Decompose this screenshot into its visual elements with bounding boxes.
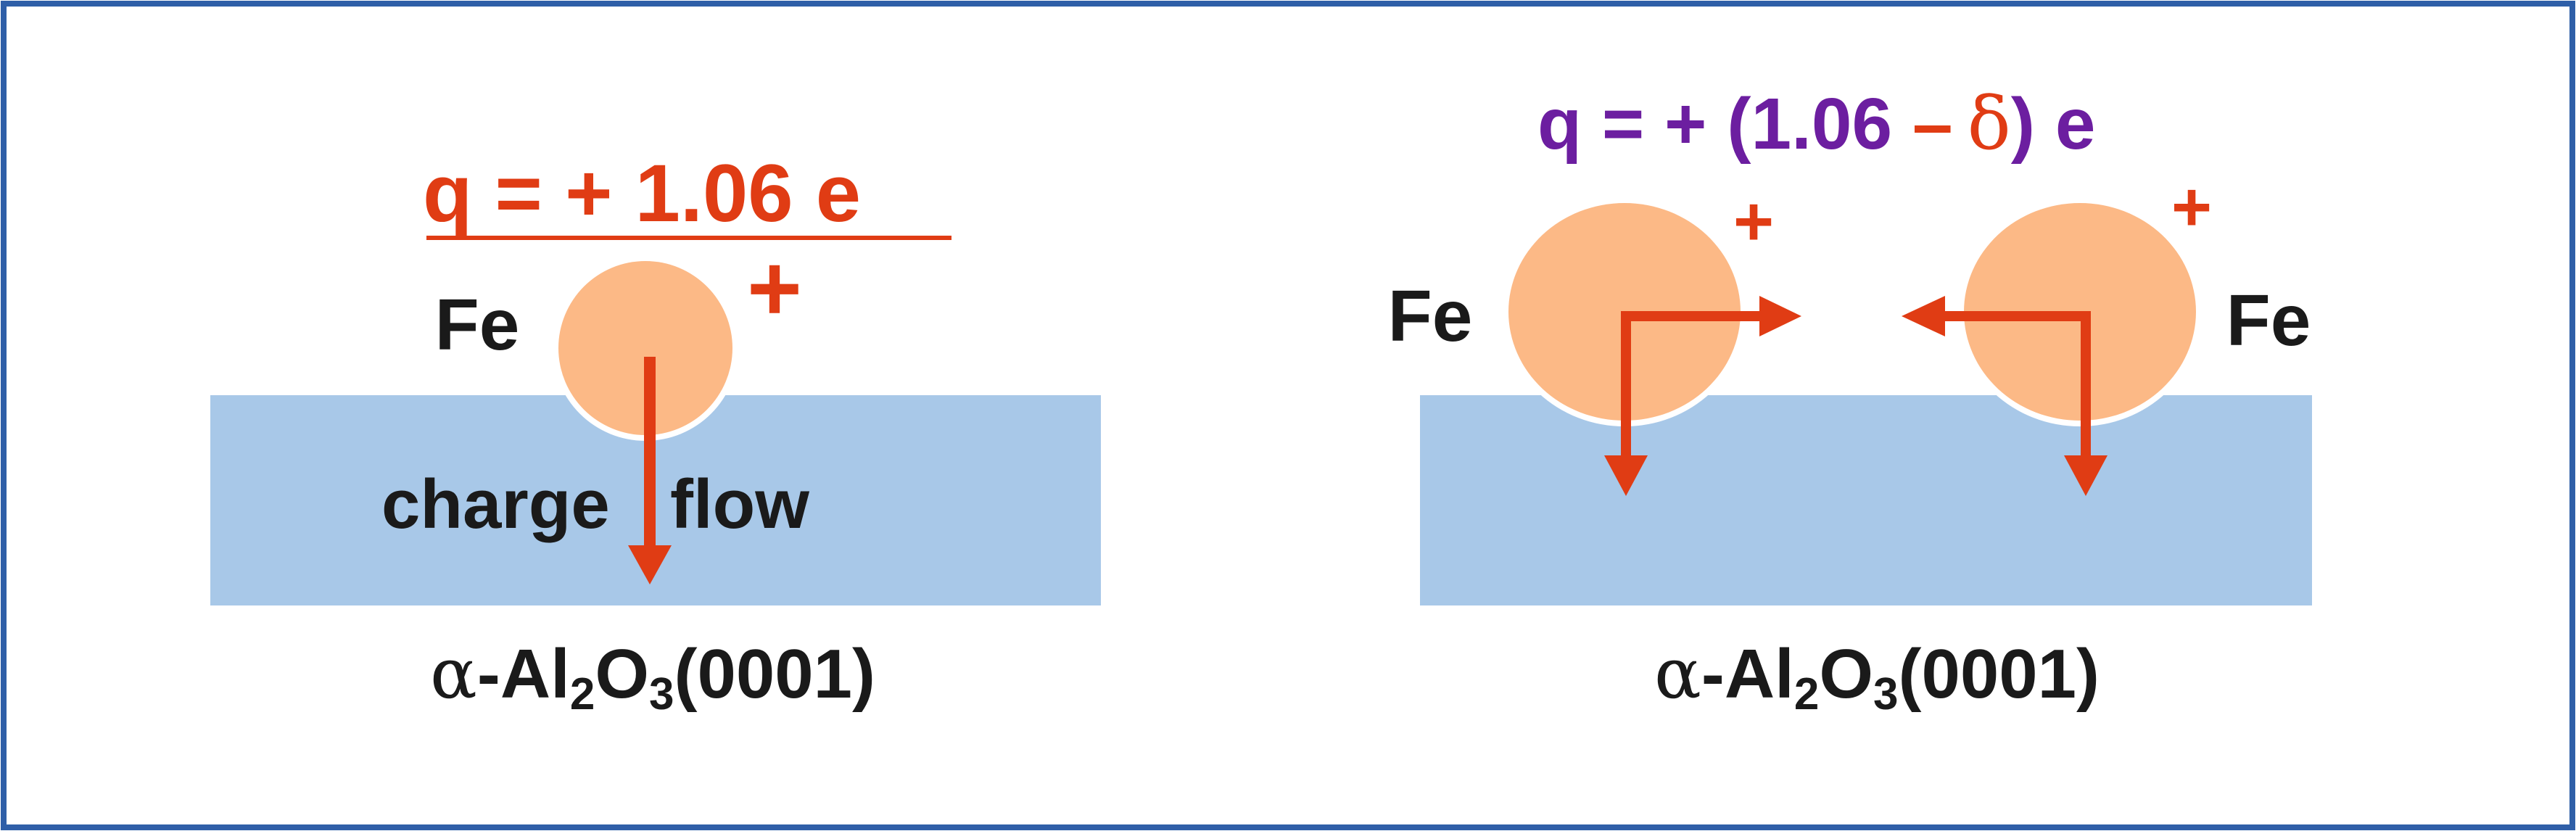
right-atom-2-arrows (1902, 296, 2108, 496)
right-charge-delta: δ (1968, 81, 2011, 166)
left-flow-word-charge: charge (381, 466, 610, 543)
right-atom-1-arrows (1604, 296, 1801, 496)
left-panel: q = + 1.06 e Fe + charge flow α-Al2O3(00… (210, 148, 1101, 719)
right-plus-right: + (2171, 168, 2212, 246)
right-substrate-sub1: 2 (1794, 669, 1819, 719)
left-substrate-label: α-Al2O3(0001) (430, 633, 875, 719)
left-fe-label: Fe (435, 284, 520, 365)
left-charge-flow-arrow (628, 357, 672, 584)
left-plus-sign: + (747, 235, 802, 341)
right-substrate-face: (0001) (1898, 635, 2100, 713)
left-substrate-sub1: 2 (570, 669, 595, 719)
left-charge-label: q = + 1.06 e (423, 148, 861, 239)
left-substrate-face: (0001) (674, 635, 875, 713)
left-substrate-sub2: 3 (649, 669, 674, 719)
right-substrate-sub2: 3 (1873, 669, 1898, 719)
left-flow-word-flow: flow (670, 466, 809, 543)
right-charge-suffix: ) e (2011, 83, 2096, 165)
right-substrate-label: α-Al2O3(0001) (1654, 633, 2100, 719)
right-substrate-al: -Al (1701, 635, 1794, 713)
right-charge-minus: – (1912, 83, 1953, 165)
right-substrate (1420, 395, 2312, 605)
left-fe-atom (558, 261, 732, 435)
right-plus-left: + (1733, 183, 1774, 260)
right-panel: q = + (1.06 –δ) e Fe Fe + + α-Al2O3(0001… (1388, 81, 2312, 719)
right-fe-label-right: Fe (2226, 280, 2311, 361)
right-substrate-o: O (1819, 635, 1873, 713)
left-substrate-o: O (595, 635, 649, 713)
left-substrate-alpha: α (430, 633, 477, 714)
right-charge-prefix: q = + (1.06 (1537, 83, 1912, 165)
right-fe-label-left: Fe (1388, 276, 1473, 357)
left-substrate-al: -Al (477, 635, 570, 713)
right-substrate-alpha: α (1654, 633, 1701, 714)
right-charge-label: q = + (1.06 –δ) e (1537, 81, 2096, 166)
